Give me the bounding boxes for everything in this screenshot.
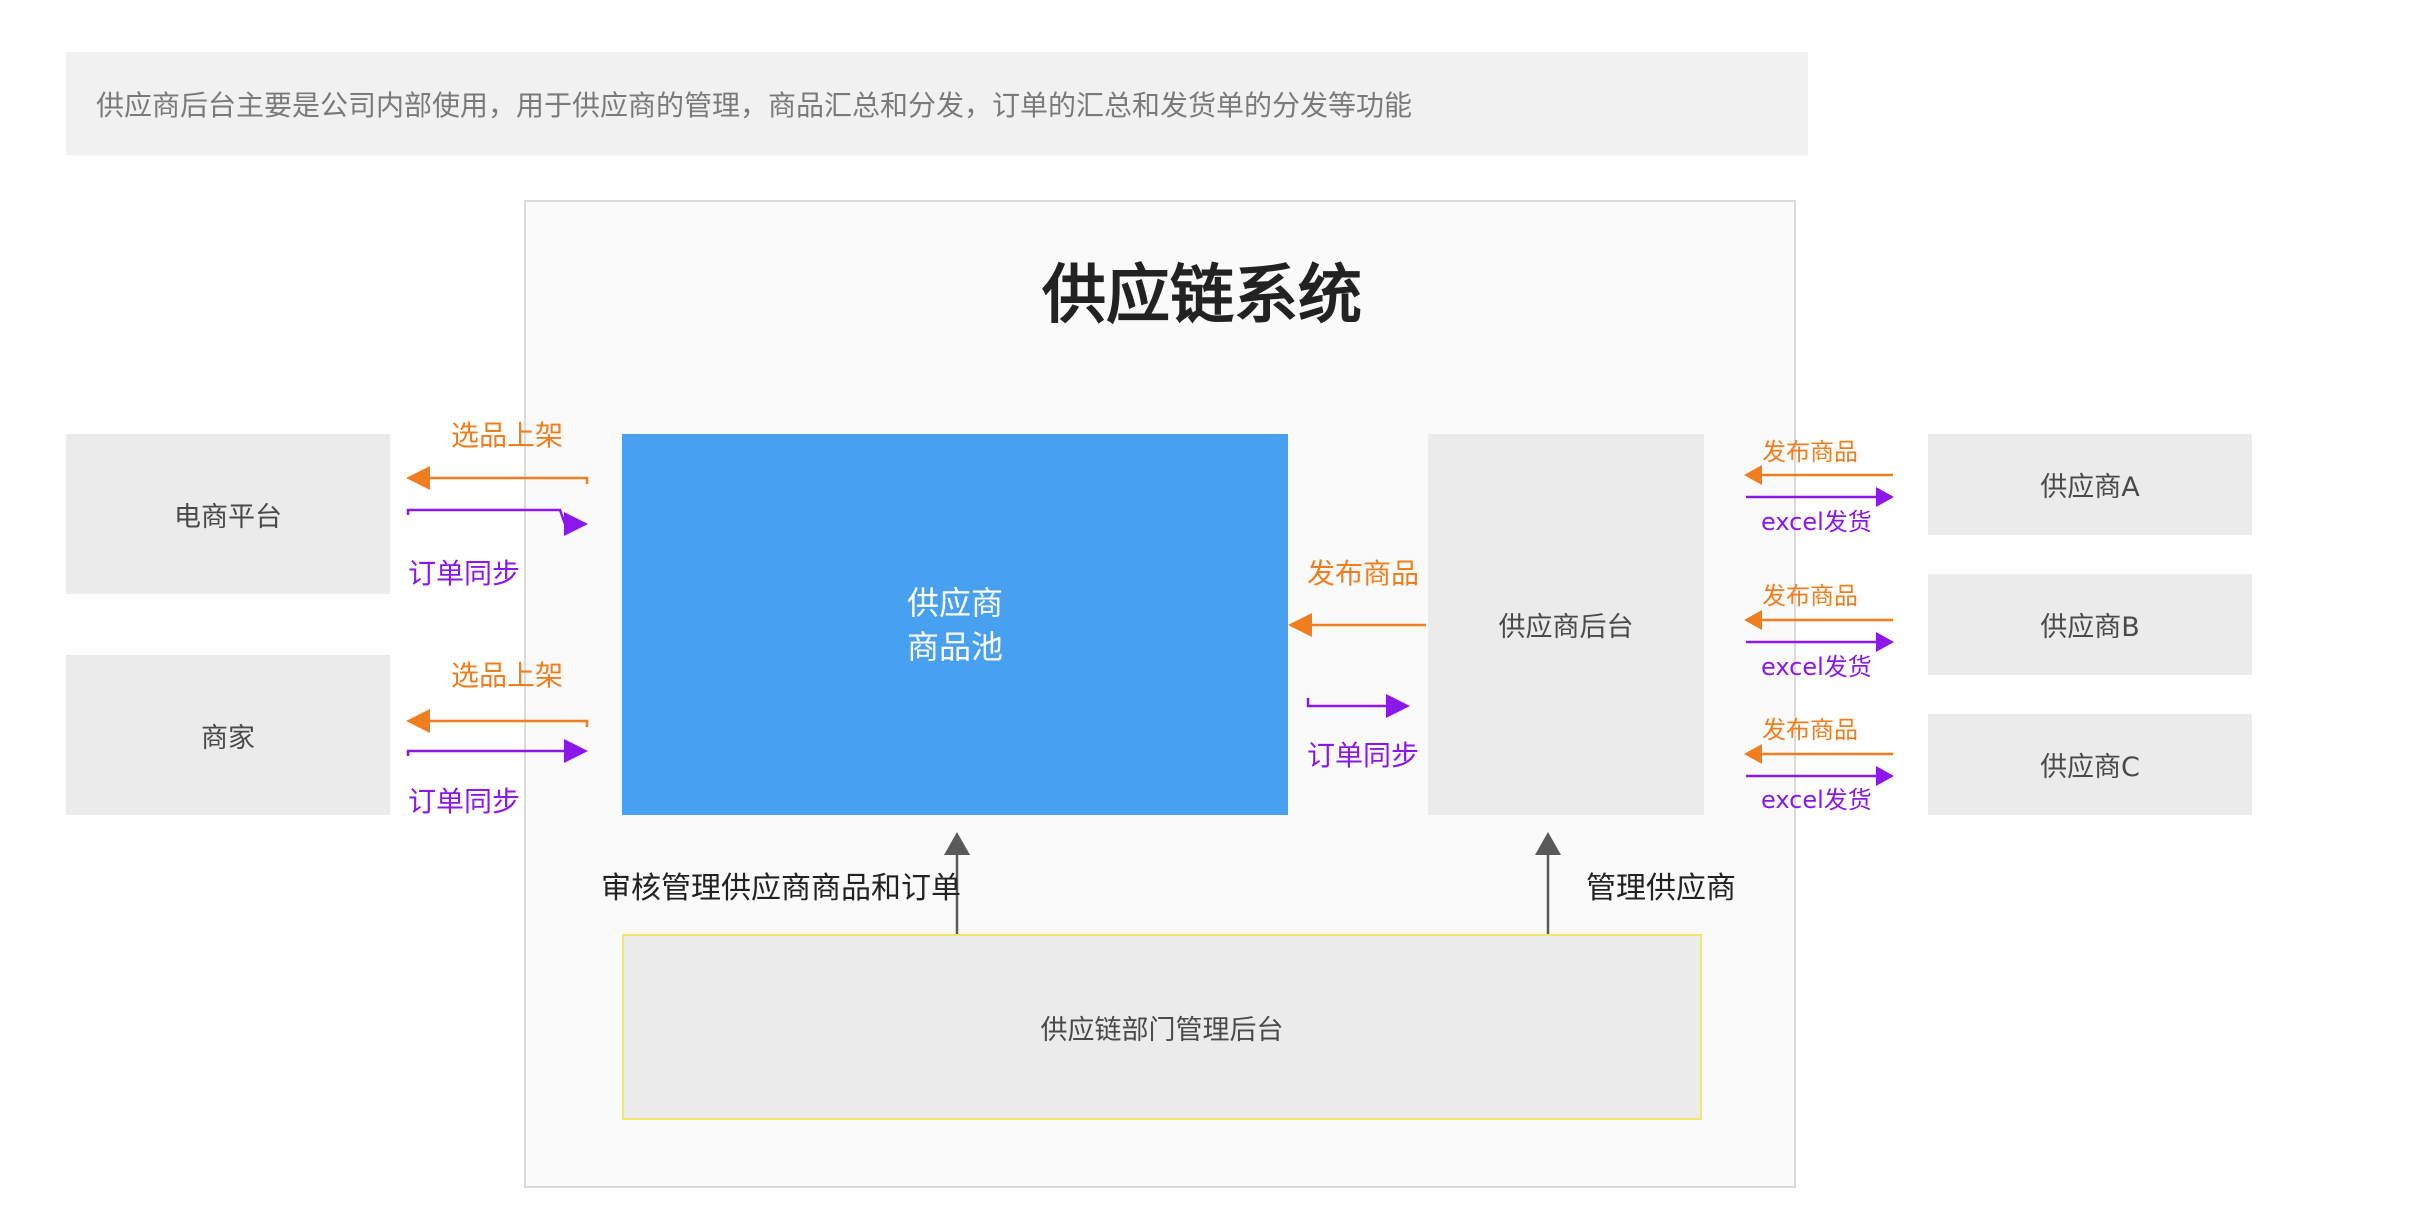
arrow-merchant-order-sync bbox=[406, 739, 588, 763]
node-supplier-b: 供应商B bbox=[1928, 574, 2252, 675]
label-backend-publish-goods: 发布商品 bbox=[1307, 557, 1420, 590]
arrow-mgmt-review bbox=[944, 832, 970, 934]
node-supplier-goods-pool: 供应商 商品池 bbox=[622, 434, 1288, 815]
arrow-supplier-b-publish bbox=[1744, 610, 1893, 630]
label-merchant-order-sync: 订单同步 bbox=[408, 785, 521, 818]
arrow-merchant-select-listing bbox=[406, 709, 589, 733]
system-title: 供应链系统 bbox=[1042, 259, 1362, 333]
arrow-supplier-c-excel-ship bbox=[1746, 766, 1894, 786]
node-supplier-backend: 供应商后台 bbox=[1428, 434, 1704, 815]
description-banner: 供应商后台主要是公司内部使用，用于供应商的管理，商品汇总和分发，订单的汇总和发货… bbox=[66, 52, 1808, 155]
node-ecommerce-platform: 电商平台 bbox=[66, 434, 390, 594]
arrow-mgmt-manage-suppliers bbox=[1535, 832, 1561, 934]
arrow-ecommerce-select-listing bbox=[406, 466, 589, 490]
label-supplier-b-excel-ship: excel发货 bbox=[1761, 653, 1872, 681]
arrow-ecommerce-order-sync bbox=[406, 508, 588, 536]
node-supplier-a: 供应商A bbox=[1928, 434, 2252, 535]
label-supplier-a-excel-ship: excel发货 bbox=[1761, 508, 1872, 536]
node-supplier-c: 供应商C bbox=[1928, 714, 2252, 815]
label-merchant-select-listing: 选品上架 bbox=[451, 659, 564, 692]
label-pool-order-sync: 订单同步 bbox=[1307, 739, 1420, 772]
arrow-pool-order-sync bbox=[1306, 694, 1410, 718]
arrow-supplier-a-publish bbox=[1744, 465, 1893, 485]
node-supply-chain-mgmt-backend: 供应链部门管理后台 bbox=[622, 934, 1702, 1120]
label-ecommerce-select-listing: 选品上架 bbox=[451, 419, 564, 452]
label-supplier-c-excel-ship: excel发货 bbox=[1761, 786, 1872, 814]
arrow-supplier-c-publish bbox=[1744, 744, 1893, 764]
pool-label-line1: 供应商 bbox=[906, 583, 1003, 622]
label-review-manage: 审核管理供应商商品和订单 bbox=[601, 871, 961, 906]
label-supplier-c-publish: 发布商品 bbox=[1762, 716, 1858, 744]
node-merchant: 商家 bbox=[66, 655, 390, 815]
label-supplier-a-publish: 发布商品 bbox=[1762, 438, 1858, 466]
arrow-backend-publish-goods bbox=[1288, 613, 1426, 637]
pool-label-line2: 商品池 bbox=[906, 627, 1003, 666]
label-supplier-b-publish: 发布商品 bbox=[1762, 582, 1858, 610]
arrow-supplier-a-excel-ship bbox=[1746, 487, 1894, 507]
arrow-supplier-b-excel-ship bbox=[1746, 632, 1894, 652]
label-ecommerce-order-sync: 订单同步 bbox=[408, 557, 521, 590]
label-manage-suppliers: 管理供应商 bbox=[1586, 871, 1736, 906]
